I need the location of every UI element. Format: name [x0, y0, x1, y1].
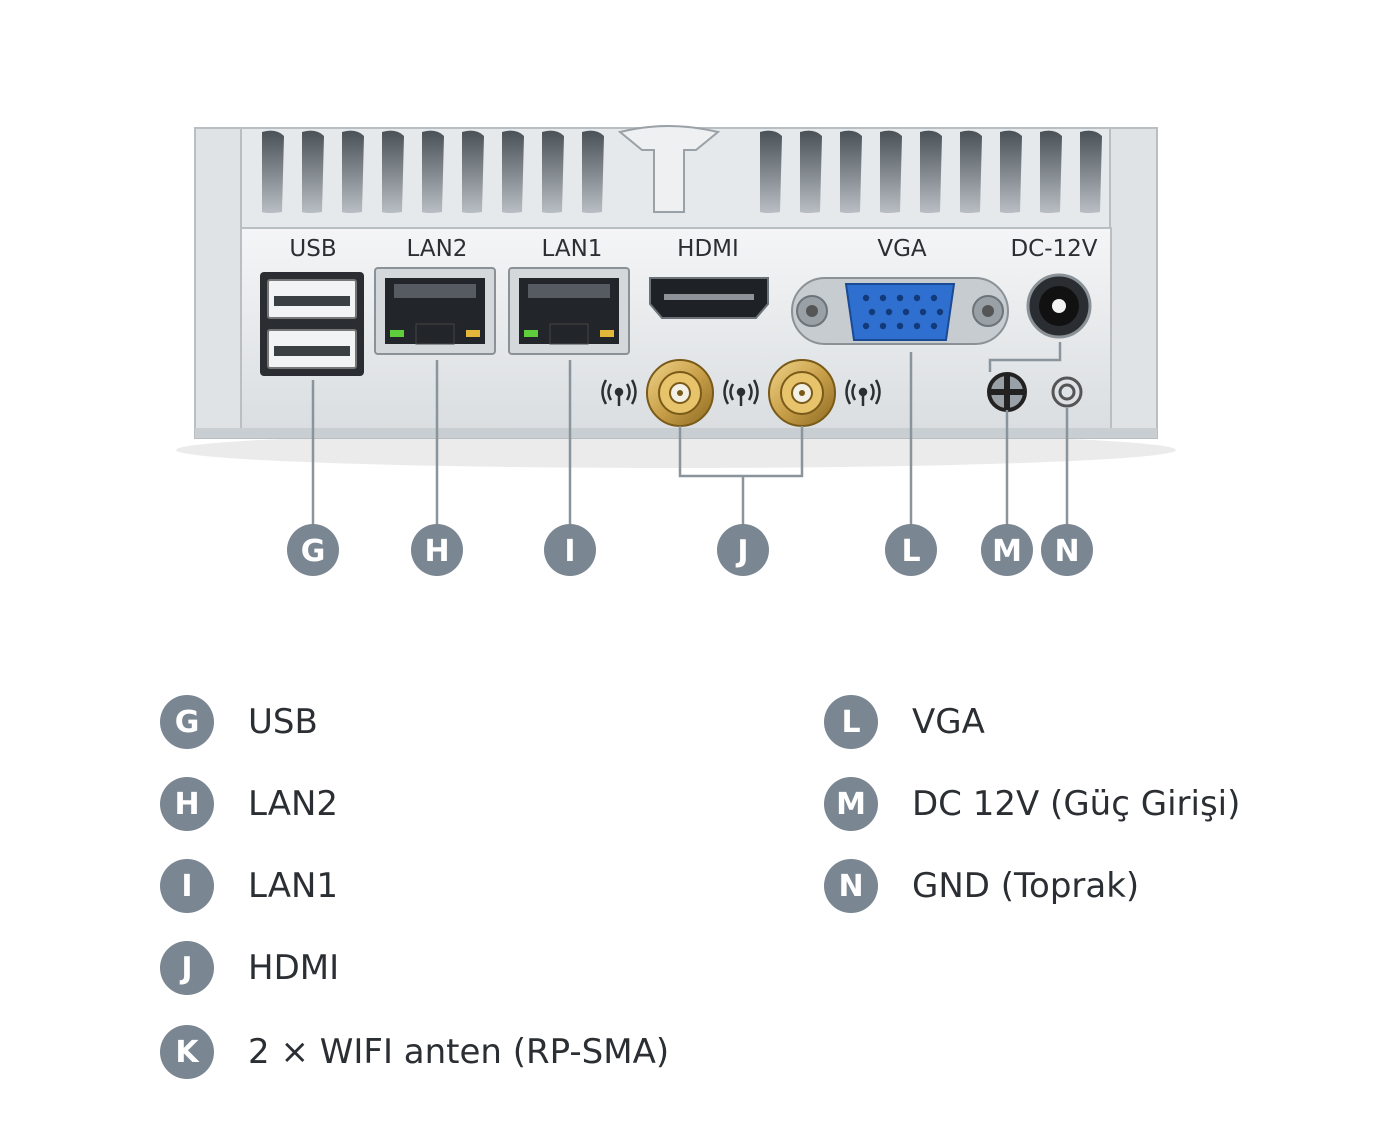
callout-m: M [981, 524, 1033, 576]
legend-item-l: L VGA [824, 694, 985, 750]
heatsink-fin [920, 130, 942, 213]
dc-jack [1026, 273, 1092, 339]
vga-pin [913, 322, 921, 330]
legend-text: LAN1 [248, 866, 339, 906]
usb-port [260, 272, 364, 376]
legend-item-h: H LAN2 [160, 776, 338, 832]
vga-pin [896, 294, 904, 302]
dc-ground-bracket [988, 342, 1062, 372]
callout-letter: J [735, 534, 748, 569]
callout-letter: N [1054, 534, 1079, 569]
ground-screw [987, 372, 1027, 412]
chassis-shadow [176, 432, 1176, 468]
callout-letter: I [564, 534, 575, 569]
heatsink-fin [262, 130, 284, 213]
heatsink-fin [800, 130, 822, 213]
legend-item-k: K 2 × WIFI anten (RP-SMA) [160, 1024, 669, 1080]
legend-text: USB [248, 702, 318, 742]
vga-pin [862, 294, 870, 302]
lan2-port-label: LAN2 [407, 236, 468, 262]
callout-l: L [885, 524, 937, 576]
wifi-antenna-connector-1 [646, 359, 714, 427]
heatsink-fins [194, 125, 1158, 439]
vga-pin [862, 322, 870, 330]
hdmi-port [649, 277, 769, 319]
vga-pin [868, 308, 876, 316]
heatsink-fin [382, 130, 404, 213]
chassis-base [195, 428, 1157, 438]
heatsink-fin [1000, 130, 1022, 213]
heatsink-fin [342, 130, 364, 213]
legend-text: LAN2 [248, 784, 339, 824]
usb-port-label: USB [289, 236, 336, 262]
wifi-signal-icon [601, 379, 637, 406]
legend-badge: K [160, 1025, 214, 1079]
legend-item-g: G USB [160, 694, 318, 750]
heatsink-fin [462, 130, 484, 213]
vga-pin [879, 294, 887, 302]
heatsink-fin [582, 130, 604, 213]
legend-badge: G [160, 695, 214, 749]
callout-letter: L [901, 534, 920, 569]
heatsink-fin [960, 130, 982, 213]
heatsink-fin [302, 130, 324, 213]
device-rear-panel-diagram: USB LAN2 LAN1 HDMI VGA DC-12V [176, 125, 1176, 576]
legend-badge: I [160, 859, 214, 913]
leader-line-j [678, 426, 804, 525]
legend-item-j: J HDMI [160, 940, 339, 996]
heatsink-fin [502, 130, 524, 213]
vga-pin [896, 322, 904, 330]
legend-item-i: I LAN1 [160, 858, 338, 914]
callout-letter: G [301, 534, 326, 569]
vga-port [791, 277, 1009, 345]
dc-port-label: DC-12V [1010, 236, 1097, 262]
heatsink-fin [760, 130, 782, 213]
legend-text: GND (Toprak) [912, 866, 1140, 906]
callout-j: J [717, 524, 769, 576]
vga-pin [936, 308, 944, 316]
vga-port-label: VGA [877, 236, 927, 262]
vga-pin [879, 322, 887, 330]
wifi-antenna-connector-2 [768, 359, 836, 427]
vga-pin [885, 308, 893, 316]
heatsink-fin [1080, 130, 1102, 213]
heatsink-fin [1040, 130, 1062, 213]
heatsink-fin [422, 130, 444, 213]
callout-n: N [1041, 524, 1093, 576]
callout-letter: M [992, 534, 1022, 569]
callout-letter: H [424, 534, 449, 569]
heatsink-fin [542, 130, 564, 213]
legend-badge: N [824, 859, 878, 913]
vga-pin [930, 322, 938, 330]
legend-badge: M [824, 777, 878, 831]
heatsink-fin [840, 130, 862, 213]
vga-pin [919, 308, 927, 316]
callout-g: G [287, 524, 339, 576]
vga-pin [913, 294, 921, 302]
vga-pin [902, 308, 910, 316]
legend-text: VGA [912, 702, 985, 742]
lan2-port [374, 267, 496, 355]
legend-item-m: M DC 12V (Güç Girişi) [824, 776, 1240, 832]
legend-text: 2 × WIFI anten (RP-SMA) [248, 1032, 670, 1072]
callout-h: H [411, 524, 463, 576]
heatsink-fin [880, 130, 902, 213]
legend-text: HDMI [248, 948, 340, 988]
legend-text: DC 12V (Güç Girişi) [912, 784, 1241, 824]
lan1-port [508, 267, 630, 355]
ground-terminal [1051, 376, 1083, 408]
vga-pin [930, 294, 938, 302]
legend-item-n: N GND (Toprak) [824, 858, 1139, 914]
callout-i: I [544, 524, 596, 576]
wifi-signal-icon [723, 379, 759, 406]
legend-badge: L [824, 695, 878, 749]
legend-badge: H [160, 777, 214, 831]
wifi-signal-icon [845, 379, 881, 406]
hdmi-port-label: HDMI [677, 236, 739, 262]
lan1-port-label: LAN1 [542, 236, 603, 262]
legend-badge: J [160, 941, 214, 995]
